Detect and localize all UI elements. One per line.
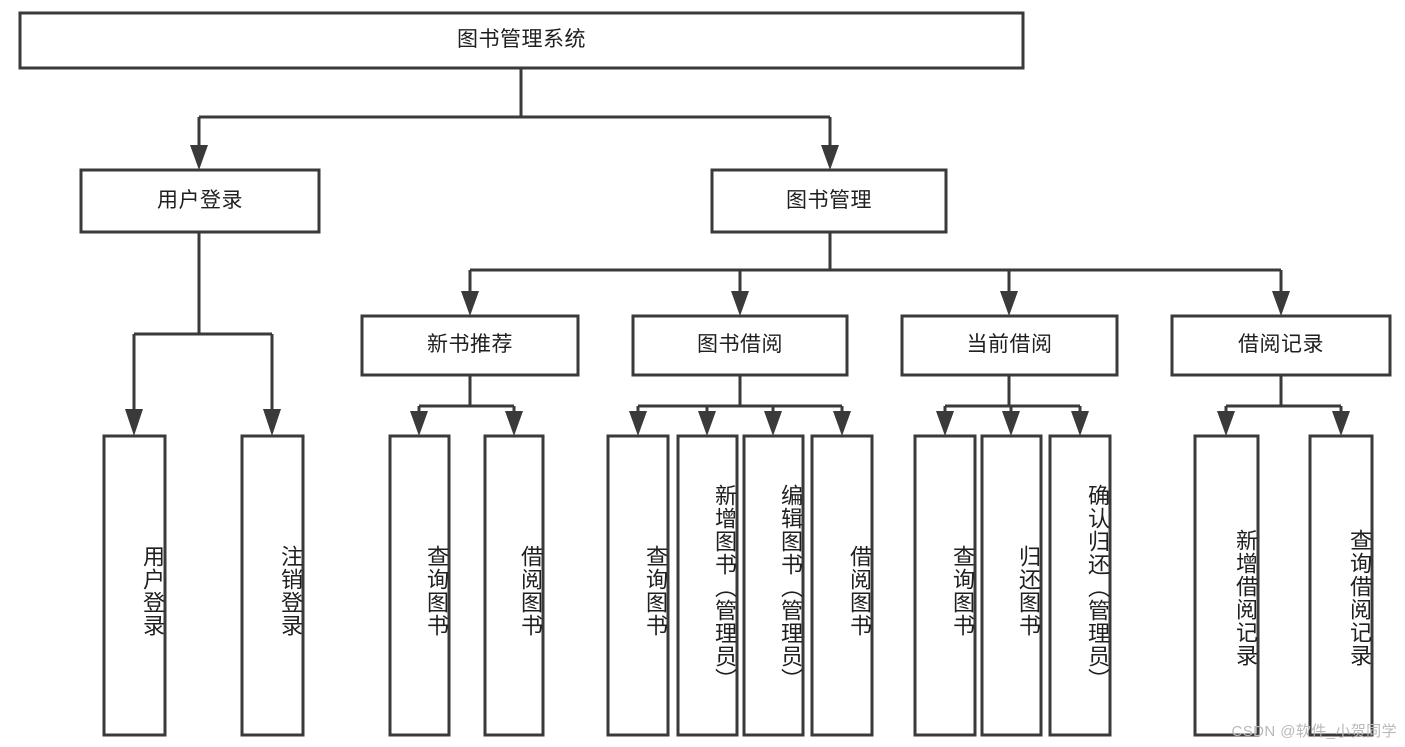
arrow-head-icon	[764, 411, 782, 436]
arrow-head-icon	[1071, 411, 1089, 436]
node-box-leaf-return-book[interactable]	[980, 434, 1043, 737]
node-box-root[interactable]	[18, 11, 1025, 70]
edges-book-management-to-level3	[461, 232, 1290, 316]
arrow-head-icon	[125, 409, 143, 436]
arrow-head-icon	[461, 291, 479, 316]
node-box-leaf-query-borrow-record[interactable]	[1308, 434, 1374, 737]
node-box-current-borrow[interactable]	[900, 314, 1119, 377]
edges-borrow-record-to-leaves	[1217, 375, 1350, 436]
arrow-head-icon	[629, 411, 647, 436]
watermark-text: CSDN @软件_小贺同学	[1231, 723, 1397, 740]
node-box-leaf-logout[interactable]	[240, 434, 305, 737]
arrow-head-icon	[731, 291, 749, 316]
arrow-head-icon	[410, 411, 428, 436]
node-box-leaf-add-book-admin[interactable]	[676, 434, 739, 737]
node-box-leaf-query-book-borrow[interactable]	[606, 434, 670, 737]
arrow-head-icon	[833, 411, 851, 436]
node-box-book-management[interactable]	[710, 168, 948, 234]
node-box-leaf-edit-book-admin[interactable]	[742, 434, 805, 737]
edges-root-to-level2	[190, 68, 839, 170]
arrow-head-icon	[1272, 291, 1290, 316]
arrow-head-icon	[1002, 411, 1020, 436]
node-box-leaf-add-borrow-record[interactable]	[1193, 434, 1260, 737]
arrow-head-icon	[698, 411, 716, 436]
arrow-head-icon	[1332, 411, 1350, 436]
edges-user-login-to-leaves	[125, 232, 281, 436]
arrow-head-icon	[936, 411, 954, 436]
edges-book-borrow-to-leaves	[629, 375, 851, 436]
node-box-leaf-borrow-book-recommend[interactable]	[483, 434, 545, 737]
node-box-leaf-query-book-current[interactable]	[913, 434, 977, 737]
node-box-leaf-query-book-recommend[interactable]	[388, 434, 451, 737]
node-box-leaf-user-login[interactable]	[102, 434, 167, 737]
arrow-head-icon	[1000, 291, 1018, 316]
arrow-head-icon	[821, 145, 839, 170]
edges-new-book-recommend-to-leaves	[410, 375, 523, 436]
node-box-user-login[interactable]	[79, 168, 321, 234]
node-box-new-book-recommend[interactable]	[360, 314, 580, 377]
edges-current-borrow-to-leaves	[936, 375, 1089, 436]
arrow-head-icon	[190, 145, 208, 170]
arrow-head-icon	[263, 409, 281, 436]
node-box-borrow-record[interactable]	[1170, 314, 1392, 377]
node-box-leaf-confirm-return-admin[interactable]	[1048, 434, 1112, 737]
arrow-head-icon	[1217, 411, 1235, 436]
arrow-head-icon	[505, 411, 523, 436]
node-box-book-borrow[interactable]	[631, 314, 849, 377]
node-box-leaf-borrow-book[interactable]	[810, 434, 874, 737]
